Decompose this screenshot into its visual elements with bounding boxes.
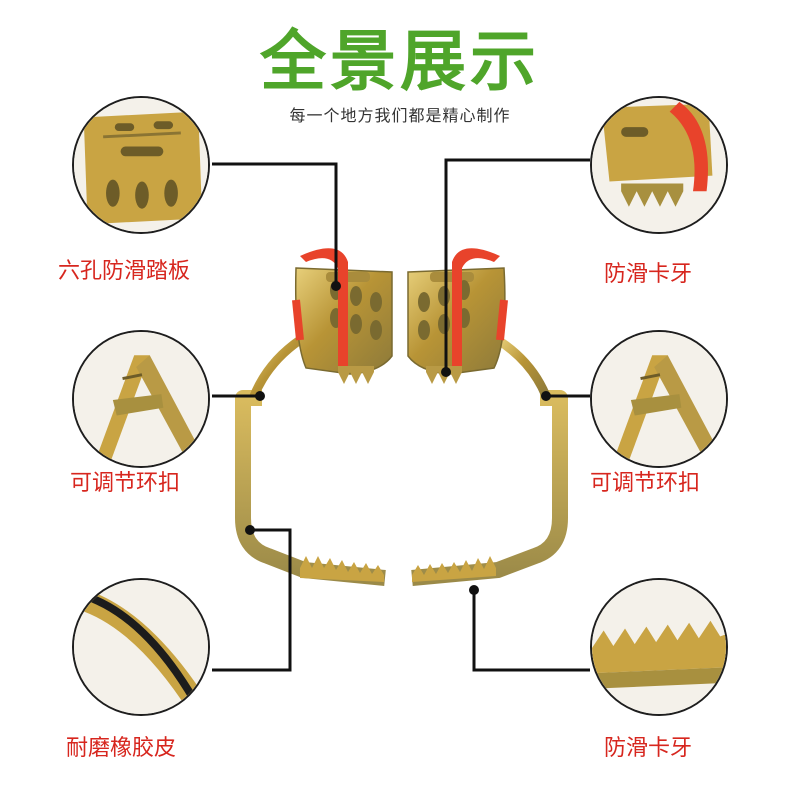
label-six-hole-pedal: 六孔防滑踏板 bbox=[58, 259, 191, 284]
pedal-detail-icon bbox=[72, 96, 210, 234]
connector-dots bbox=[245, 281, 551, 595]
label-adjustable-buckle-left: 可调节环扣 bbox=[70, 471, 181, 496]
label-rubber-strip: 耐磨橡胶皮 bbox=[66, 736, 177, 761]
claw-detail-icon bbox=[590, 96, 728, 234]
connector-lines bbox=[212, 158, 590, 672]
right-teeth bbox=[412, 556, 496, 582]
buckle-detail-icon-left bbox=[72, 330, 210, 468]
page-subtitle: 每一个地方我们都是精心制作 bbox=[289, 106, 511, 125]
right-pedal bbox=[407, 248, 508, 384]
label-anti-slip-claw-bottom: 防滑卡牙 bbox=[604, 736, 693, 761]
page-title: 全景展示 bbox=[260, 23, 540, 100]
teeth-detail-icon bbox=[590, 578, 728, 716]
rubber-strip-detail-icon bbox=[72, 578, 210, 716]
label-anti-slip-claw-top: 防滑卡牙 bbox=[604, 262, 693, 287]
buckle-detail-icon-right bbox=[590, 330, 728, 468]
label-adjustable-buckle-right: 可调节环扣 bbox=[590, 471, 701, 496]
left-pedal bbox=[292, 248, 393, 384]
left-teeth bbox=[300, 556, 384, 582]
